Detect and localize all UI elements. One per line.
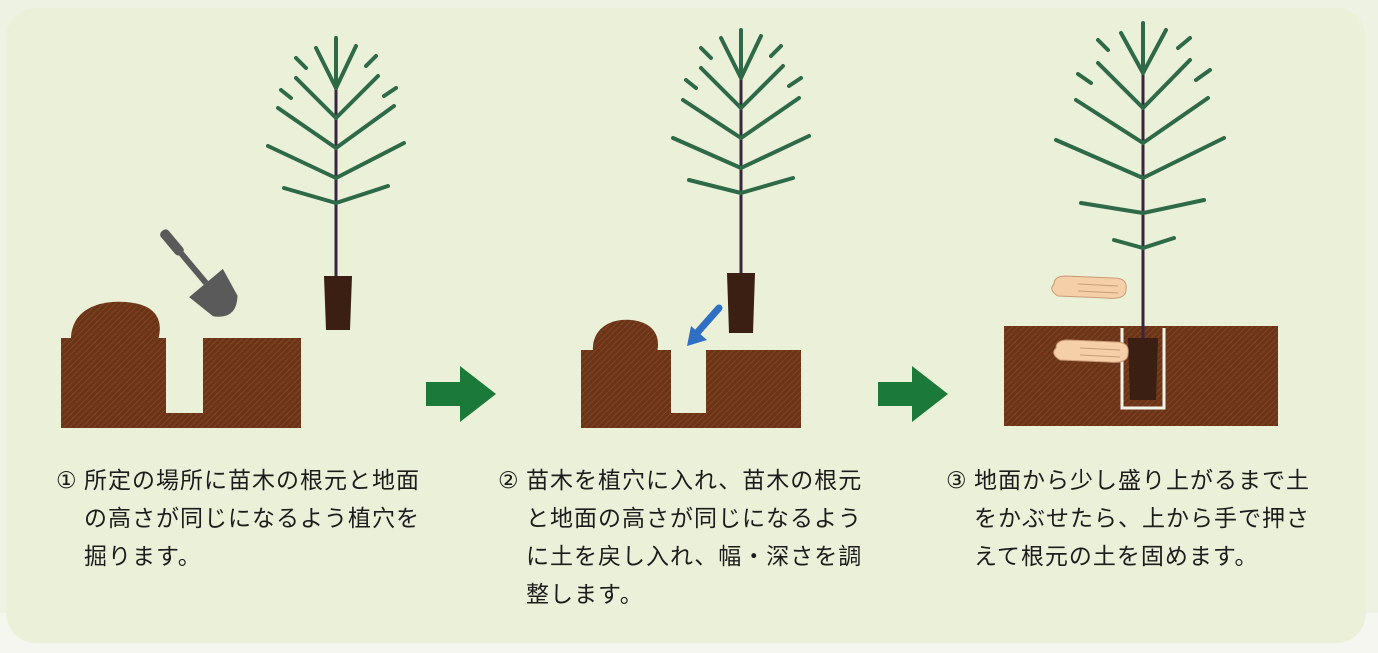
next-step-arrow-2 <box>878 366 948 422</box>
soil-ground <box>61 338 301 428</box>
step-1-number: ① <box>56 468 78 494</box>
step-2-caption: ② 苗木を植穴に入れ、苗木の根元と地面の高さが同じになるように土を戻し入れ、幅・… <box>498 462 878 614</box>
next-step-arrow-1 <box>426 366 496 422</box>
insert-arrow-icon <box>687 304 723 346</box>
step-2-text: 苗木を植穴に入れ、苗木の根元と地面の高さが同じになるように土を戻し入れ、幅・深さ… <box>526 468 863 608</box>
hand-bottom-icon <box>1053 339 1129 363</box>
hand-top-icon <box>1051 275 1127 299</box>
planted-seedling-icon <box>1054 21 1226 400</box>
soil-mound <box>71 301 160 340</box>
step-3-text: 地面から少し盛り上がるまで土をかぶせたら、上から手で押さえて根元の土を固めます。 <box>974 468 1310 570</box>
hole-outline <box>1120 328 1166 410</box>
soil-ground-2 <box>581 350 801 428</box>
soil-mound-2 <box>592 319 658 352</box>
step-2-number: ② <box>498 468 520 494</box>
planting-steps-panel: ① 所定の場所に苗木の根元と地面の高さが同じになるよう植穴を掘ります。 ② 苗木… <box>6 8 1366 643</box>
trowel-icon <box>160 229 238 317</box>
step-1-caption: ① 所定の場所に苗木の根元と地面の高さが同じになるよう植穴を掘ります。 <box>56 462 426 576</box>
step-3-caption: ③ 地面から少し盛り上がるまで土をかぶせたら、上から手で押さえて根元の土を固めま… <box>946 462 1316 576</box>
step-1-text: 所定の場所に苗木の根元と地面の高さが同じになるよう植穴を掘ります。 <box>84 468 420 570</box>
seedling-in-pot-icon-2 <box>671 28 811 333</box>
seedling-in-pot-icon <box>266 36 406 330</box>
step-3-number: ③ <box>946 468 968 494</box>
